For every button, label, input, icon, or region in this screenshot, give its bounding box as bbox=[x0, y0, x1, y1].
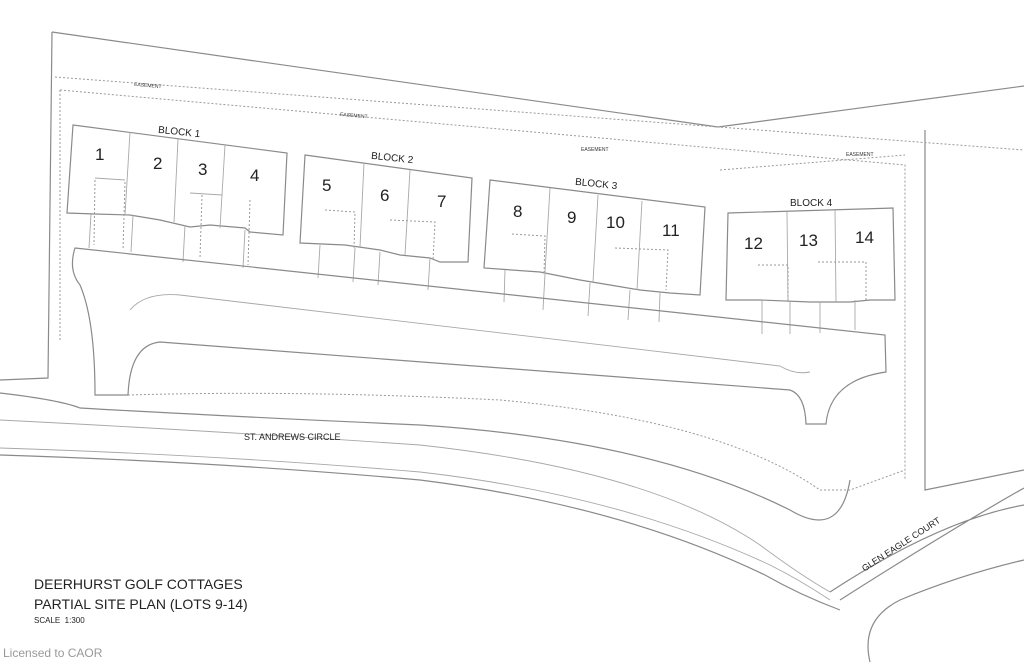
block-4-label: BLOCK 4 bbox=[790, 198, 833, 209]
plan-scale: SCALE 1:300 bbox=[34, 616, 85, 625]
block-4-lot-lines bbox=[761, 209, 856, 334]
watermark: Licensed to CAOR bbox=[3, 646, 103, 660]
block-4-dashed bbox=[758, 261, 867, 302]
lot-4: 4 bbox=[250, 166, 260, 185]
lot-5: 5 bbox=[322, 176, 332, 195]
inner-dotted bbox=[127, 392, 906, 491]
lot-11: 11 bbox=[662, 221, 680, 240]
lot-10: 10 bbox=[606, 213, 625, 232]
st-andrews-circle-label: ST. ANDREWS CIRCLE bbox=[244, 432, 341, 442]
easement-line bbox=[54, 76, 1024, 480]
lot-7: 7 bbox=[437, 192, 447, 211]
glen-eagle-court-road bbox=[829, 487, 1024, 662]
lot-12: 12 bbox=[744, 234, 763, 253]
block-3-lot-lines bbox=[503, 187, 661, 323]
st-andrews-circle-road bbox=[0, 454, 841, 611]
easement-label: EASEMENT bbox=[846, 152, 874, 158]
block-2-lot-lines bbox=[317, 162, 431, 291]
easement-line bbox=[719, 154, 906, 171]
lot-14: 14 bbox=[855, 228, 874, 247]
lot-8: 8 bbox=[513, 202, 523, 221]
st-andrews-circle-road bbox=[0, 392, 851, 521]
block-1-outline bbox=[66, 124, 288, 236]
block-1-lot-lines bbox=[88, 131, 246, 269]
st-andrews-circle-road bbox=[0, 419, 831, 593]
plan-title: DEERHURST GOLF COTTAGES bbox=[34, 576, 243, 592]
easement-label: EASEMENT bbox=[581, 147, 609, 153]
lot-13: 13 bbox=[799, 231, 818, 250]
block-4-outline bbox=[725, 207, 896, 303]
block-3-outline bbox=[483, 179, 706, 296]
st-andrews-circle-road bbox=[0, 447, 831, 601]
block-2-dashed bbox=[324, 209, 436, 261]
lot-6: 6 bbox=[380, 186, 390, 205]
driveway bbox=[71, 247, 887, 425]
lot-9: 9 bbox=[567, 208, 577, 227]
block-1-dashed bbox=[93, 179, 251, 266]
block-3-dashed bbox=[511, 233, 669, 291]
plan-subtitle: PARTIAL SITE PLAN (LOTS 9-14) bbox=[34, 596, 248, 612]
lot-2: 2 bbox=[153, 154, 163, 173]
driveway-island bbox=[129, 294, 811, 374]
lot-1: 1 bbox=[95, 145, 105, 164]
block-2-outline bbox=[299, 154, 473, 263]
property-boundary bbox=[0, 31, 1024, 491]
lot-3: 3 bbox=[198, 160, 208, 179]
